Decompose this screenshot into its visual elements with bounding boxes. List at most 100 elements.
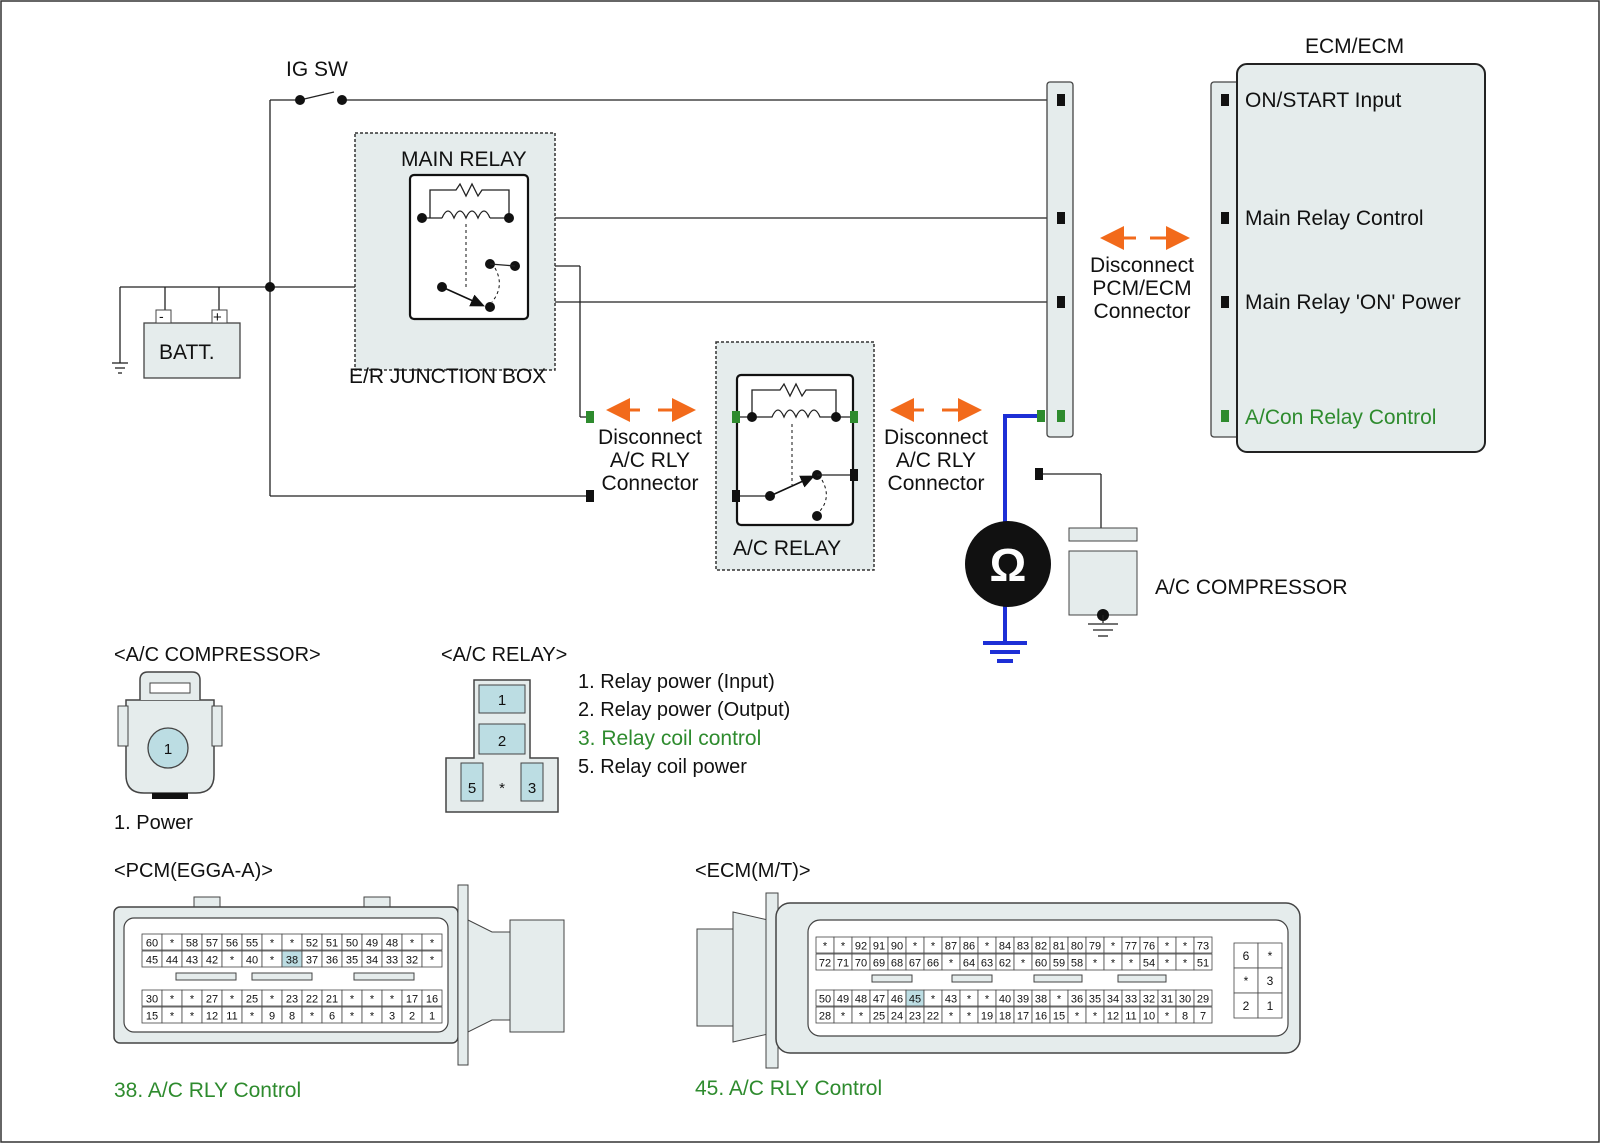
ecm-pin-label: 50 [819, 994, 831, 1006]
wires [119, 91, 1102, 663]
ecm-pin-label: 54 [1143, 958, 1155, 970]
pcm-pin-label: * [190, 994, 195, 1006]
pcm-pin-label: 37 [306, 955, 318, 967]
pcm-pin-label: 25 [246, 994, 258, 1006]
ecm-side-pin-label: * [1244, 974, 1249, 988]
ecm-pin-label: 29 [1197, 994, 1209, 1006]
ecm-pin-label: 76 [1143, 941, 1155, 953]
ecm-pin-label: * [841, 1011, 846, 1023]
relay-legend-5: 5. Relay coil power [578, 756, 747, 778]
disconnect-left-line1: Disconnect [598, 426, 702, 449]
ecm-pin-label: * [1165, 1011, 1170, 1023]
ecm-pin-label: 79 [1089, 941, 1101, 953]
pcm-pin-cell [421, 989, 443, 1007]
ecm-side-pin-cell [1257, 992, 1283, 1019]
relay-pin-5: 5 [468, 780, 476, 797]
main-relay-label: MAIN RELAY [401, 148, 527, 171]
ecm-pin-label: 68 [891, 958, 903, 970]
pcm-pin-label: 23 [286, 994, 298, 1006]
pcm-pin-label: 2 [409, 1011, 415, 1023]
pcm-pin-label: 38 [286, 955, 298, 967]
ecm-pin-label: 12 [1107, 1011, 1119, 1023]
pcm-pin-label: 21 [326, 994, 338, 1006]
battery-plus-label: + [213, 309, 222, 326]
ecm-side-pin-label: 2 [1243, 999, 1250, 1013]
ohm-meter: Ω [965, 521, 1051, 607]
ecm-pin-label: 15 [1053, 1011, 1065, 1023]
ecm-pin-label: 47 [873, 994, 885, 1006]
ecm-pin-label: 63 [981, 958, 993, 970]
pcm-connector-title: <PCM(EGGA-A)> [114, 860, 273, 882]
pcm-pin-label: * [190, 1011, 195, 1023]
ecm-pin-label: 70 [855, 958, 867, 970]
ecm-side-pin-cell [1257, 942, 1283, 969]
ac-relay: A/C RELAY [715, 341, 875, 571]
ecm-pin-label: 43 [945, 994, 957, 1006]
ecm-pin-label: 16 [1035, 1011, 1047, 1023]
relay-pin-2: 2 [498, 733, 506, 750]
pcm-pin-label: 58 [186, 938, 198, 950]
ecm-pin-label: * [1057, 994, 1062, 1006]
ecm-pin-label: 34 [1107, 994, 1119, 1006]
ecm-pin-label: * [1075, 1011, 1080, 1023]
disconnect-pcm-line1: Disconnect [1090, 254, 1194, 277]
disconnect-right-line3: Connector [888, 472, 985, 495]
pcm-pin-label: 55 [246, 938, 258, 950]
ecm-pin-main-relay-control: Main Relay Control [1245, 207, 1424, 230]
pcm-pin-label: 48 [386, 938, 398, 950]
pcm-pin-label: 57 [206, 938, 218, 950]
ecm-title: ECM/ECM [1305, 35, 1404, 58]
pcm-pin-label: 11 [226, 1011, 237, 1023]
ecm-pin-label: * [949, 1011, 954, 1023]
ecm-pin-label: 28 [819, 1011, 831, 1023]
ig-sw-label: IG SW [286, 58, 348, 81]
ecm-pin-label: * [931, 941, 936, 953]
ecm-side-pin-label: 6 [1243, 949, 1250, 963]
pcm-pin-label: 15 [146, 1011, 158, 1023]
pcm-pin-label: * [170, 1011, 175, 1023]
ecm-pin-on-start: ON/START Input [1245, 89, 1402, 112]
pcm-pin-label: * [170, 994, 175, 1006]
ac-compressor: A/C COMPRESSOR [1068, 527, 1348, 637]
battery-minus-label: - [159, 308, 164, 324]
pcm-pin-label: 60 [146, 938, 158, 950]
pcm-pin-label: * [230, 955, 235, 967]
ecm-side-pin-label: 1 [1267, 999, 1274, 1013]
pcm-pin-label: * [430, 955, 435, 967]
junction-dots [265, 95, 347, 292]
pcm-pin-label: 45 [146, 955, 158, 967]
relay-pin-1: 1 [498, 692, 506, 709]
ecm-pin-cell [1193, 1006, 1213, 1024]
pcm-pin-label: * [230, 994, 235, 1006]
pcm-pin-label: 52 [306, 938, 318, 950]
ecm-pin-label: * [931, 994, 936, 1006]
ecm-pin-label: * [1165, 958, 1170, 970]
ecm-pin-label: * [1183, 958, 1188, 970]
ecm-pin-label: 67 [909, 958, 921, 970]
pcm-pin-label: 56 [226, 938, 238, 950]
junction-box: MAIN RELAY E/R JUNCTION BOX [349, 132, 556, 388]
junction-box-label: E/R JUNCTION BOX [349, 365, 546, 388]
ecm-pin-label: 58 [1071, 958, 1083, 970]
ecm-pin-label: * [1093, 958, 1098, 970]
ecm-pin-label: * [1129, 958, 1134, 970]
ecm-pin-label: * [985, 941, 990, 953]
ecm-pin-label: 51 [1197, 958, 1209, 970]
pcm-pin-label: * [370, 1011, 375, 1023]
ecm-pin-label: 87 [945, 941, 957, 953]
pcm-connector-strip [1035, 81, 1074, 480]
pcm-pin-label: 22 [306, 994, 318, 1006]
ecm-pin-label: 84 [999, 941, 1011, 953]
pcm-pin-label: * [250, 1011, 255, 1023]
disconnect-left-line3: Connector [602, 472, 699, 495]
pcm-pin-label: 35 [346, 955, 358, 967]
compressor-pin-1: 1 [164, 741, 172, 758]
compressor-connector-title: <A/C COMPRESSOR> [114, 644, 321, 666]
pcm-pin-label: 34 [366, 955, 378, 967]
ohm-symbol: Ω [990, 539, 1027, 591]
ecm-pin-label: 45 [909, 994, 921, 1006]
